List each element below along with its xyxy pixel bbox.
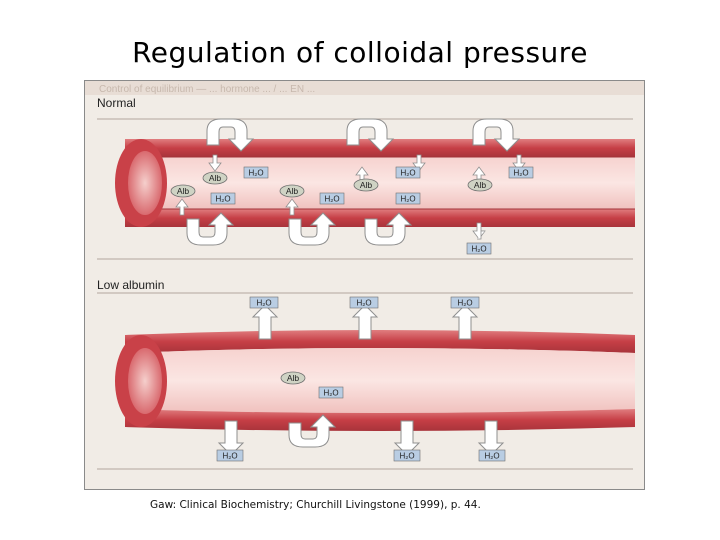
h2o-label: H₂O [323, 389, 338, 398]
h2o-label: H₂O [399, 452, 414, 461]
alb-label: Alb [287, 373, 300, 383]
h2o-label: H₂O [324, 195, 339, 204]
alb-label: Alb [209, 173, 222, 183]
alb-label: Alb [177, 186, 190, 196]
normal-bottom-u-arrows [186, 212, 413, 246]
h2o-label: H₂O [484, 452, 499, 461]
h2o-label: H₂O [356, 299, 371, 308]
h2o-label: H₂O [513, 169, 528, 178]
low-albumin-outflow-arrows [217, 304, 505, 456]
vessel-diagram: Control of equilibrium — ... hormone ...… [84, 80, 645, 490]
low-albumin-molecules: H₂O H₂O H₂O Alb H₂O H₂O H₂O H₂O [216, 296, 506, 462]
alb-label: Alb [286, 186, 299, 196]
faded-header-text: Control of equilibrium — ... hormone ...… [99, 84, 315, 95]
normal-flow-arrows [175, 154, 526, 240]
h2o-label: H₂O [222, 452, 237, 461]
panel-label-low-albumin: Low albumin [97, 278, 164, 292]
normal-top-u-arrows [206, 118, 521, 152]
citation-caption: Gaw: Clinical Biochemistry; Churchill Li… [150, 499, 481, 511]
h2o-label: H₂O [400, 195, 415, 204]
normal-molecules: Alb Alb Alb Alb Alb H₂O H₂O H₂O H₂O H₂O … [170, 166, 534, 255]
h2o-label: H₂O [400, 169, 415, 178]
alb-label: Alb [474, 180, 487, 190]
slide-title: Regulation of colloidal pressure [132, 36, 588, 69]
h2o-label: H₂O [457, 299, 472, 308]
h2o-label: H₂O [471, 245, 486, 254]
panel-label-normal: Normal [97, 96, 136, 110]
h2o-label: H₂O [256, 299, 271, 308]
alb-label: Alb [360, 180, 373, 190]
h2o-label: H₂O [248, 169, 263, 178]
low-albumin-vessel [115, 330, 635, 431]
h2o-label: H₂O [215, 195, 230, 204]
normal-vessel [115, 139, 635, 227]
